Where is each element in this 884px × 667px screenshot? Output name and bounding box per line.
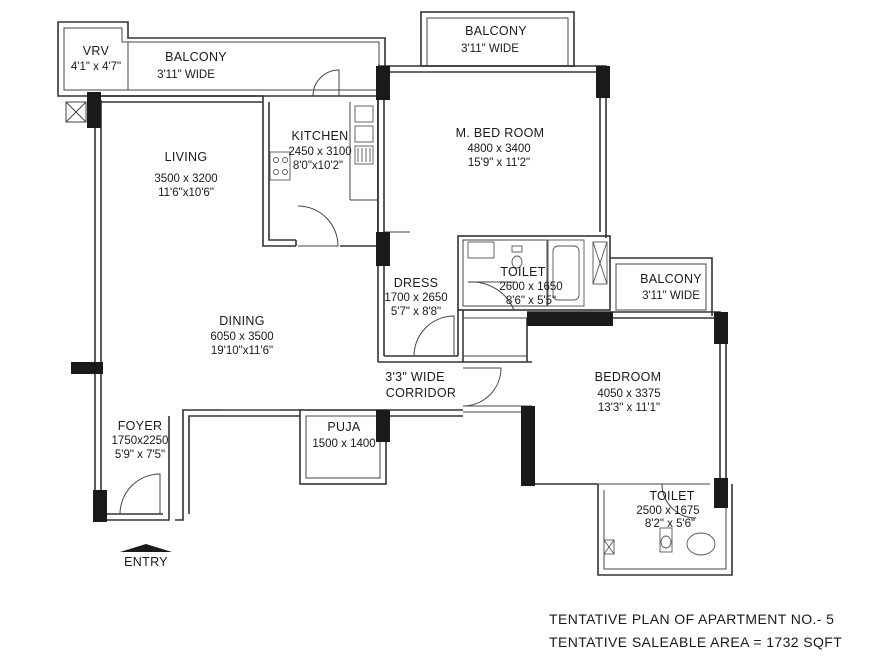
- room-name: KITCHEN: [292, 129, 349, 143]
- room-dimension: 1500 x 1400: [312, 438, 375, 450]
- room-name: M. BED ROOM: [456, 126, 545, 140]
- room-balcony-living: BALCONY 3'11" WIDE: [157, 50, 227, 81]
- room-name: BALCONY: [640, 272, 702, 286]
- room-bedroom: BEDROOM 4050 x 3375 13'3" x 11'1": [595, 370, 662, 414]
- room-dimension: 3'11" WIDE: [157, 69, 215, 81]
- room-name: TOILET: [649, 489, 694, 503]
- room-dimension: 3500 x 3200: [154, 173, 217, 185]
- room-dress: DRESS 1700 x 2650 5'7" x 8'8": [384, 276, 447, 318]
- room-dimension-imperial: 8'6" x 5'5": [506, 295, 556, 307]
- room-dimension: 1700 x 2650: [384, 292, 447, 304]
- room-puja: PUJA 1500 x 1400: [312, 420, 375, 450]
- room-name: DINING: [219, 314, 265, 328]
- room-dining: DINING 6050 x 3500 19'10"x11'6": [210, 314, 273, 357]
- walls: [57, 11, 733, 576]
- room-name: BEDROOM: [595, 370, 662, 384]
- room-dimension-imperial: 15'9" x 11'2": [468, 157, 530, 169]
- columns: [71, 66, 728, 522]
- plan-title: TENTATIVE PLAN OF APARTMENT NO.- 5: [549, 611, 834, 627]
- room-labels: VRV 4'1" x 4'7" BALCONY 3'11" WIDE BALCO…: [71, 24, 702, 530]
- room-foyer: FOYER 1750x2250 5'9" x 7'5": [112, 419, 169, 461]
- room-toilet-master: TOILET 2600 x 1650 8'6" x 5'5": [499, 265, 562, 307]
- room-dimension-imperial: 5'9" x 7'5": [115, 449, 165, 461]
- room-dimension-imperial: 8'2" x 5'6": [645, 518, 695, 530]
- room-dimension: 3'11" WIDE: [461, 43, 519, 55]
- room-balcony-bedroom: BALCONY 3'11" WIDE: [640, 272, 702, 302]
- room-dimension-imperial: 8'0"x10'2": [293, 160, 343, 172]
- room-name: 3'3" WIDE: [385, 370, 445, 384]
- room-name: PUJA: [327, 420, 361, 434]
- saleable-area: TENTATIVE SALEABLE AREA = 1732 SQFT: [549, 634, 842, 650]
- room-dimension: 1750x2250: [112, 435, 169, 447]
- plan-footer: TENTATIVE PLAN OF APARTMENT NO.- 5 TENTA…: [549, 611, 842, 650]
- room-dimension: 4050 x 3375: [597, 388, 660, 400]
- room-name: DRESS: [394, 276, 439, 290]
- room-name: BALCONY: [165, 50, 227, 64]
- room-dimension-imperial: 5'7" x 8'8": [391, 306, 441, 318]
- room-dimension: 4800 x 3400: [467, 143, 530, 155]
- room-dimension-imperial: 13'3" x 11'1": [598, 402, 660, 414]
- room-dimension: 3'11" WIDE: [642, 290, 700, 302]
- room-kitchen: KITCHEN 2450 x 3100 8'0"x10'2": [288, 129, 351, 172]
- entry-label: ENTRY: [124, 555, 168, 569]
- room-name: VRV: [83, 44, 110, 58]
- room-dimension-imperial: 11'6"x10'6": [158, 187, 214, 199]
- entry-marker: ENTRY: [120, 544, 172, 569]
- room-dimension: 2450 x 3100: [288, 146, 351, 158]
- room-master-bedroom: M. BED ROOM 4800 x 3400 15'9" x 11'2": [456, 126, 545, 169]
- room-dimension-imperial: 19'10"x11'6": [211, 345, 273, 357]
- room-name: FOYER: [118, 419, 163, 433]
- room-dimension: 2500 x 1675: [636, 505, 699, 517]
- room-name: TOILET: [500, 265, 545, 279]
- room-dimension: 4'1" x 4'7": [71, 61, 121, 73]
- room-label-secondary: CORRIDOR: [386, 386, 456, 400]
- room-living: LIVING 3500 x 3200 11'6"x10'6": [154, 150, 217, 199]
- doors: [119, 69, 697, 519]
- room-name: BALCONY: [465, 24, 527, 38]
- room-toilet-bedroom: TOILET 2500 x 1675 8'2" x 5'6": [636, 489, 699, 530]
- room-vrv: VRV 4'1" x 4'7": [71, 44, 121, 73]
- room-corridor: 3'3" WIDE CORRIDOR: [385, 370, 456, 400]
- room-balcony-master: BALCONY 3'11" WIDE: [461, 24, 527, 55]
- room-dimension: 2600 x 1650: [499, 281, 562, 293]
- room-dimension: 6050 x 3500: [210, 331, 273, 343]
- room-name: LIVING: [165, 150, 208, 164]
